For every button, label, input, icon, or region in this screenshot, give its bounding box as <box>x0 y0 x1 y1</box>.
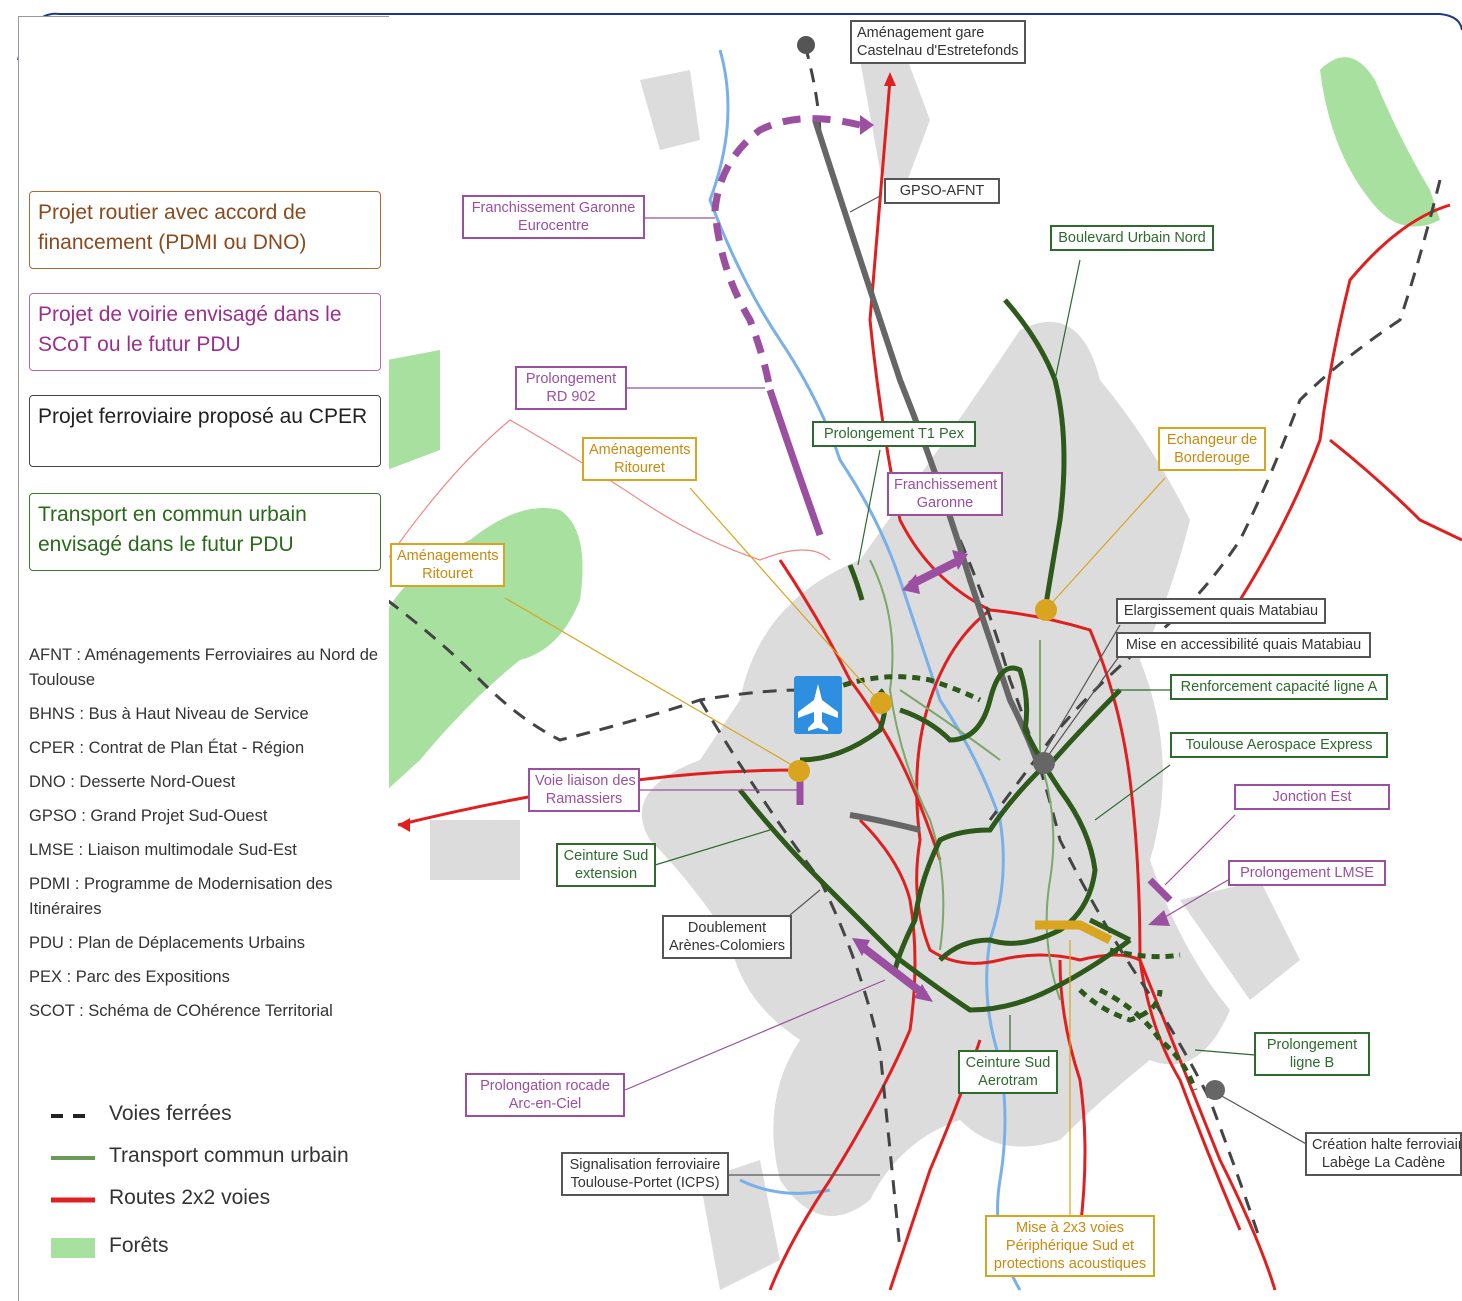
label-renfort-a: Renforcement capacité ligne A <box>1170 674 1388 700</box>
legend-cat-rail: Projet ferroviaire proposé au CPER <box>29 395 381 467</box>
key-forest: Forêts <box>49 1231 169 1261</box>
key-roads-label: Routes 2x2 voies <box>109 1186 271 1209</box>
road-arrow-west <box>398 818 410 832</box>
label-jonction-est: Jonction Est <box>1234 784 1390 810</box>
key-rail: Voies ferrées <box>49 1099 232 1129</box>
airport-icon <box>794 676 842 734</box>
abbr-scot: SCOT : Schéma de COhérence Territorial <box>29 1002 333 1020</box>
transit-light <box>869 559 1061 1001</box>
key-roads: Routes 2x2 voies <box>49 1183 270 1213</box>
abbr-dno: DNO : Desserte Nord-Ouest <box>29 773 236 791</box>
node-matabiau <box>1033 752 1055 774</box>
node-ritouret-1 <box>870 692 892 714</box>
periph-sud-segment <box>1035 920 1113 945</box>
rail-swatch <box>49 1106 97 1122</box>
planned-arrow-north <box>860 115 874 135</box>
abbr-pdu: PDU : Plan de Déplacements Urbains <box>29 934 306 952</box>
label-gpso-afnt: GPSO-AFNT <box>884 178 1000 204</box>
label-boulevard-nord: Boulevard Urbain Nord <box>1050 225 1214 251</box>
abbr-gpso: GPSO : Grand Projet Sud-Ouest <box>29 807 268 825</box>
doublement-line <box>849 812 921 833</box>
abbr-afnt: AFNT : Aménagements Ferroviaires au Nord… <box>29 646 379 689</box>
planned-roads <box>711 115 1173 903</box>
label-prolong-t1: Prolongement T1 Pex <box>812 421 976 447</box>
key-transit-label: Transport commun urbain <box>109 1144 349 1167</box>
franch-garonne-arrow <box>908 556 962 589</box>
transit-planned <box>829 674 1198 1091</box>
abbreviation-list: AFNT : Aménagements Ferroviaires au Nord… <box>29 643 394 1033</box>
callout-lines <box>504 195 1309 1215</box>
road-arrow-north <box>884 72 896 86</box>
key-forest-label: Forêts <box>109 1234 169 1257</box>
label-tae: Toulouse Aerospace Express <box>1170 732 1388 758</box>
node-labege <box>1205 1080 1225 1100</box>
abbr-pex: PEX : Parc des Expositions <box>29 968 230 986</box>
label-elarg-matabiau: Elargissement quais Matabiau <box>1116 598 1326 624</box>
node-borderouge <box>1035 599 1057 621</box>
lmse-arrow <box>1148 910 1170 926</box>
transit-swatch <box>49 1148 97 1164</box>
rocade-arrow <box>857 941 928 999</box>
zone-outline <box>386 419 831 561</box>
forest-swatch <box>49 1238 97 1258</box>
abbr-lmse: LMSE : Liaison multimodale Sud-Est <box>29 841 297 859</box>
key-rail-label: Voies ferrées <box>109 1102 232 1125</box>
node-castelnau <box>797 36 815 54</box>
legend-cat-transit: Transport en commun urbain envisagé dans… <box>29 493 381 571</box>
abbr-bhns: BHNS : Bus à Haut Niveau de Service <box>29 705 309 723</box>
label-access-matabiau: Mise en accessibilité quais Matabiau <box>1116 632 1371 658</box>
gpso-line <box>812 119 1043 771</box>
legend-cat-road-funded: Projet routier avec accord de financemen… <box>29 191 381 269</box>
railways <box>386 44 1442 1251</box>
label-prolong-lmse: Prolongement LMSE <box>1228 860 1386 886</box>
legend-cat-road-planned: Projet de voirie envisagé dans le SCoT o… <box>29 293 381 371</box>
key-transit: Transport commun urbain <box>49 1141 349 1171</box>
roads-swatch <box>49 1190 97 1206</box>
legend-panel: Projet routier avec accord de financemen… <box>18 16 389 1301</box>
abbr-cper: CPER : Contrat de Plan État - Région <box>29 739 305 757</box>
node-ritouret-2 <box>788 760 810 782</box>
abbr-pdmi: PDMI : Programme de Modernisation des It… <box>29 875 333 918</box>
